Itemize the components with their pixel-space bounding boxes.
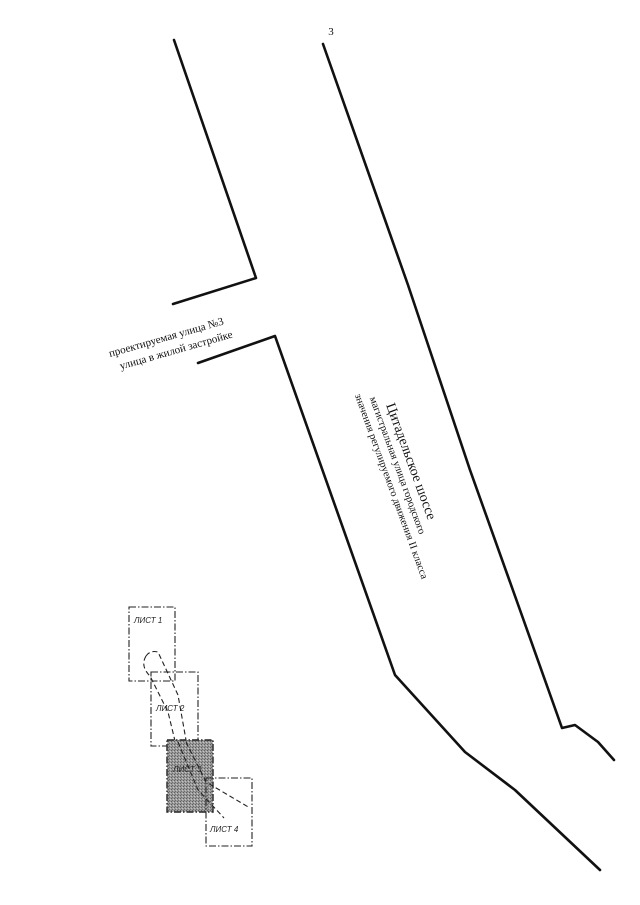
route-outline-lower-a <box>177 741 225 819</box>
sheet-label-4: ЛИСТ 4 <box>209 825 239 834</box>
proposed-street-label-group: проектируемая улица №3 улица в жилой зас… <box>108 315 235 372</box>
route-outline-lower-b <box>185 741 251 809</box>
route-outline-left <box>145 650 187 741</box>
route-outline-right <box>143 655 177 746</box>
highway-label-group: Цитадельское шоссе магистральная улица г… <box>352 392 438 581</box>
sheet-label-2: ЛИСТ 2 <box>155 704 185 713</box>
street-outlines <box>171 38 616 872</box>
highway-west-edge <box>196 334 602 872</box>
highway-east-edge <box>321 42 616 762</box>
sheet-label-3: ЛИСТ 3 <box>172 765 202 774</box>
sheet-frame-4[interactable] <box>205 777 253 847</box>
proposed-street-north-edge <box>171 38 258 306</box>
sheet-frame-3-active[interactable] <box>166 739 214 813</box>
sheet-frame-1[interactable] <box>128 606 176 682</box>
sheet-label-1: ЛИСТ 1 <box>133 616 162 625</box>
page-number: 3 <box>328 26 334 38</box>
sheet-key-map: ЛИСТ 1 ЛИСТ 2 ЛИСТ 3 ЛИСТ 4 <box>128 606 253 847</box>
